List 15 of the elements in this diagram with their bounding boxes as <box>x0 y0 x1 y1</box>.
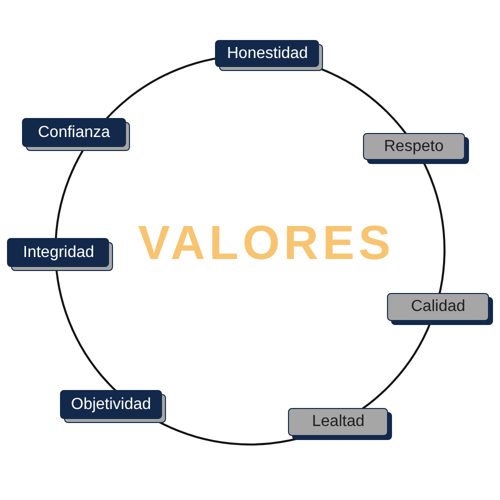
value-tag <box>7 238 113 271</box>
value-tag <box>60 390 166 423</box>
value-tag <box>387 293 493 325</box>
value-tag <box>215 40 323 71</box>
value-tag <box>288 408 392 440</box>
value-label: Calidad <box>411 299 466 315</box>
value-tag <box>22 118 130 151</box>
value-label: Integridad <box>23 245 94 261</box>
value-label: Objetividad <box>71 397 152 413</box>
center-heading: VALORES <box>138 220 394 268</box>
value-label: Lealtad <box>312 414 364 430</box>
value-tag <box>363 133 469 164</box>
value-label: Respeto <box>384 139 444 155</box>
value-label: Confianza <box>38 125 110 141</box>
value-label: Honestidad <box>227 46 308 62</box>
